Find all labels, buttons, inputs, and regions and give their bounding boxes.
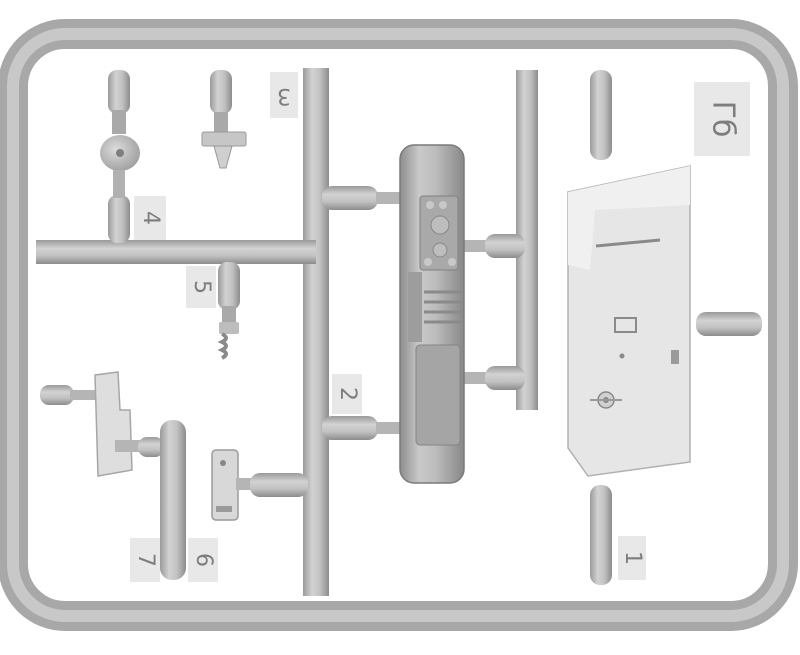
part-number-3: 3 [277,83,291,108]
part-number-6: 6 [191,553,216,567]
part-plate [211,449,308,521]
tag-1: 1 [618,536,646,580]
gates-center [322,186,525,440]
gates-right [590,70,762,585]
sprue-letter-label: Гб [706,101,741,138]
tag-5: 5 [186,266,216,308]
tag-3: 3 [270,72,298,118]
part-number-5: 5 [189,280,214,294]
secondary-runner [516,70,538,410]
part-tube [399,144,465,484]
tag-7: 7 [130,538,160,582]
gates-top-left [108,70,240,310]
tag-2: 2 [332,374,362,414]
tag-4: 4 [134,196,166,240]
part-disk [100,110,140,198]
part-bracket [201,112,247,169]
part-number-4: 4 [138,211,163,225]
part-panel [567,165,691,477]
vertical-runner [303,68,329,596]
tag-6: 6 [188,538,218,582]
sprue-frame [0,19,798,631]
part-number-tags: 3 4 5 2 7 6 1 Гб [130,72,750,582]
part-lever [40,371,186,580]
horizontal-runner [36,240,316,264]
part-number-1: 1 [620,551,645,565]
tag-sprue-letter: Гб [694,82,750,156]
part-spring [217,306,239,360]
part-number-7: 7 [133,553,158,567]
part-number-2: 2 [335,387,360,401]
